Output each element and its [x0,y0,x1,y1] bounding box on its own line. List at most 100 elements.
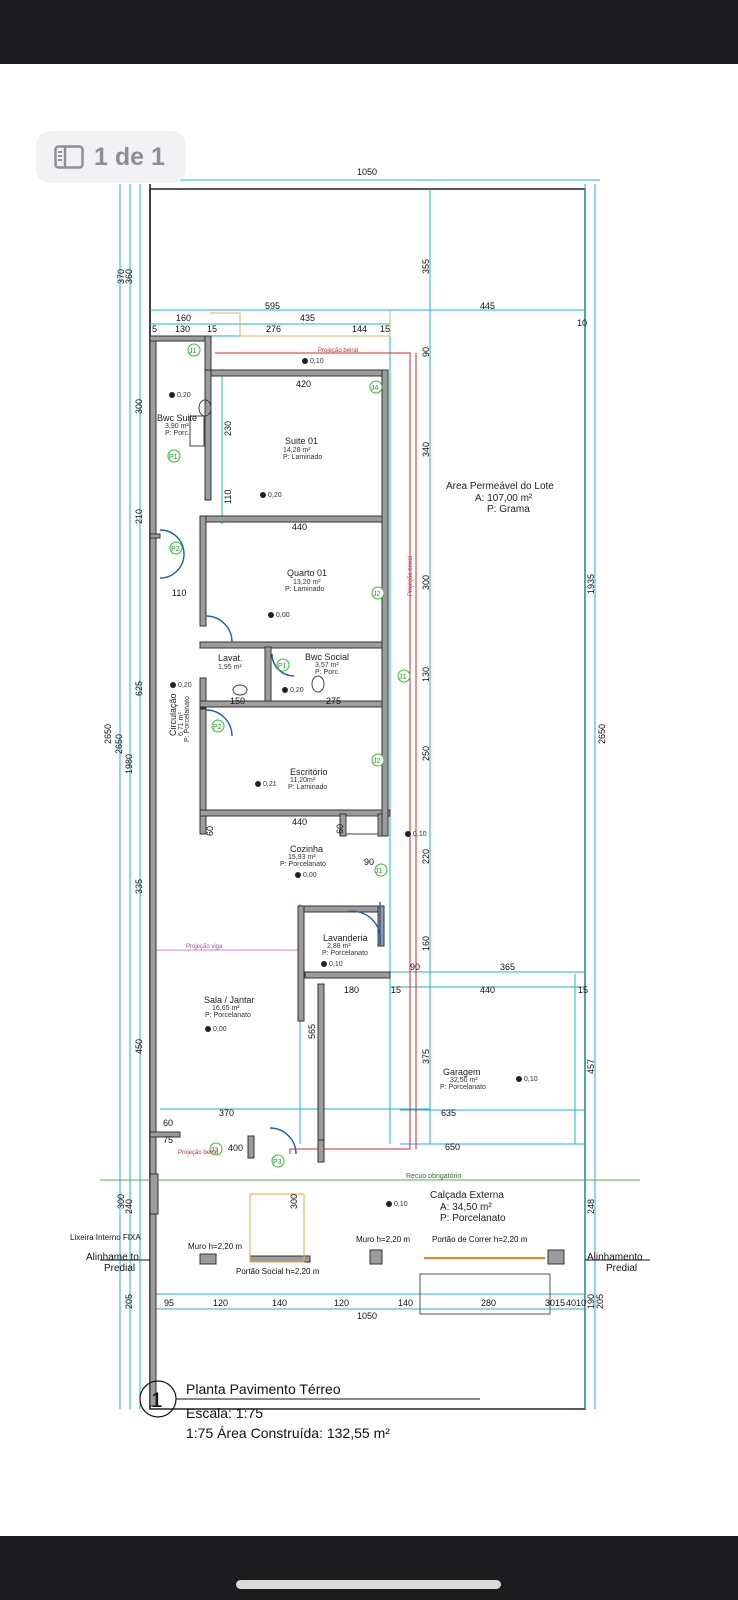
dim-label: 60 [163,1118,173,1128]
dim-label: 1050 [357,167,377,177]
dim-label: 15 [391,985,401,995]
sidebar-icon [54,145,84,169]
room-name-suite01: Suite 01 [285,436,318,446]
room-floor-garagem: P: Porcelanato [440,1084,486,1091]
dim-label: 248 [586,1199,596,1214]
room-floor-permeavel: P: Grama [487,504,530,515]
room-name-bwc-social: Bwc Social [305,652,349,662]
level-label: 0,20 [290,687,304,694]
room-area-circulacao: 6,71 m² [178,712,185,736]
dim-label: 60 [205,826,215,836]
level-marker-labels: 0,10 0,20 0,20 0,00 0,20 0,20 0,21 0,10 … [177,358,538,1208]
note-alinhamento-right: Alinhamento [587,1252,643,1263]
tag-label: J1 [399,674,407,681]
frame-tags: J1 P1 J4 P2 J2 P1 J1 P2 J2 J1 J3 P3 [167,343,411,1168]
dim-label: 280 [481,1298,496,1308]
dim-label: 365 [500,962,515,972]
dim-label: 445 [480,301,495,311]
dim-label: 140 [272,1298,287,1308]
dim-label: 355 [421,259,431,274]
room-floor-quarto01: P: Laminado [285,586,324,593]
note-recuo: Recuo obrigatório [406,1173,461,1180]
room-floor-suite01: P: Laminado [283,454,322,461]
title-block: 1 Planta Pavimento Térreo Escala: 1:75 1… [139,1380,480,1441]
dim-label: 300 [421,575,431,590]
note-portao-correr: Portão de Correr h=2,20 m [432,1235,528,1244]
dim-label: 110 [172,588,186,598]
dim-label: 435 [300,313,315,323]
tag-label: J1 [189,348,197,355]
dim-label: 15 [380,324,390,334]
dim-label: 60 [335,824,345,834]
dim-label: 650 [445,1142,460,1152]
room-name-lavat: Lavat. [218,653,243,663]
bottom-bar [0,1536,738,1600]
level-label: 0,20 [178,682,192,689]
note-projecao-beiral: Projeção beiral [318,348,358,354]
dim-label: 440 [292,817,307,827]
level-label: 0,20 [177,392,191,399]
note-lixeira: Lixeira Interno FIXA [70,1233,141,1242]
dim-label: 130 [421,667,431,682]
dim-label: 2650 [597,724,607,744]
level-label: 0,10 [394,1201,408,1208]
doors [159,529,545,1263]
dim-label: 15 [207,324,217,334]
note-projecao-beiral-vertical: Projeção beiral [408,556,414,596]
room-area-sala: 16,65 m² [212,1005,240,1012]
page-indicator[interactable]: 1 de 1 [36,131,186,183]
tag-label: J2 [373,758,381,765]
dim-label: 1980 [124,754,134,774]
dim-label: 120 [334,1298,349,1308]
top-status-bar [0,0,738,64]
dimension-lines [119,179,600,1409]
dim-label: 240 [124,1199,134,1214]
dim-label: 625 [134,681,144,696]
fixtures [189,399,551,1315]
room-floor-sala: P: Porcelanato [205,1012,251,1019]
level-markers [169,358,522,1207]
dim-label: 75 [163,1135,173,1145]
plan-area: 1:75 Área Construída: 132,55 m² [186,1425,390,1441]
dim-label: 335 [134,879,144,894]
dimension-labels: 1050 595 445 160 435 5 130 15 276 144 15… [103,167,607,1321]
dim-label: 250 [421,746,431,761]
dim-label: 110 [223,490,233,504]
dim-label: 15 [578,985,588,995]
dim-label: 95 [164,1298,174,1308]
dim-label: 5 [152,324,157,334]
tag-label: P2 [171,546,180,553]
room-name-permeavel: Area Permeável do Lote [446,481,554,492]
level-label: 0,10 [413,831,427,838]
room-labels: Bwc Suite 3,90 m² P: Porc. Suite 01 14,2… [157,413,554,1224]
dim-label: 144 [352,324,367,334]
dim-label: 360 [124,269,134,284]
level-label: 0,00 [276,612,290,619]
dim-label: 375 [421,1049,431,1064]
dim-label: 457 [586,1059,596,1074]
room-name-cozinha: Cozinha [290,844,323,854]
plan-title: Planta Pavimento Térreo [186,1381,341,1397]
dim-label: 276 [266,324,281,334]
room-area-escritorio: 11,20m² [290,777,316,784]
floor-plan-drawing: 0,10 0,20 0,20 0,00 0,20 0,20 0,21 0,10 … [70,167,650,1441]
room-floor-cozinha: P: Porcelanato [280,861,326,868]
room-area-cozinha: 15,93 m² [288,854,316,861]
dim-label: 440 [480,985,495,995]
room-name-escritorio: Escritório [290,767,328,777]
tag-label: J2 [373,591,381,598]
dim-label: 400 [228,1143,243,1153]
note-predial-right: Predial [606,1263,637,1274]
dim-label: 2650 [103,724,113,744]
home-indicator[interactable] [236,1580,501,1589]
room-name-lavanderia: Lavanderia [323,933,368,943]
room-floor-escritorio: P: Laminado [288,784,327,791]
room-area-calcada: A: 34,50 m² [440,1202,492,1213]
room-floor-bwc-social: P: Porc. [315,669,340,676]
note-projecao-viga: Projeção viga [186,944,223,950]
tag-label: P1 [169,454,178,461]
level-label: 0,00 [303,872,317,879]
lot-outline [149,184,586,1410]
dim-label: 595 [265,301,280,311]
note-muro-mid: Muro h=2,20 m [356,1235,410,1244]
